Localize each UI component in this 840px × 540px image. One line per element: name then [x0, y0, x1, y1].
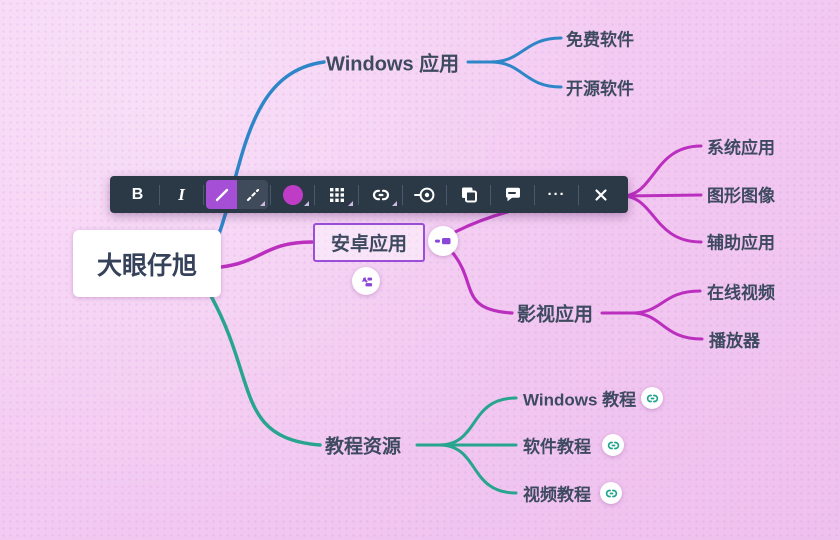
edge-hidden-system [620, 144, 703, 198]
topic-video-apps[interactable]: 影视应用 [517, 304, 594, 326]
topic-windows-apps[interactable]: Windows 应用 [326, 53, 460, 76]
toolbar-divider [534, 184, 535, 205]
line-style-solid-button[interactable] [206, 180, 237, 209]
duplicate-button[interactable] [449, 180, 488, 209]
topic-android-apps-selected[interactable]: 安卓应用 [313, 223, 425, 262]
dropdown-corner-icon [304, 201, 309, 206]
comment-button[interactable] [493, 180, 532, 209]
dropdown-corner-icon [392, 201, 397, 206]
duplicate-icon [461, 187, 477, 202]
hyperlink-badge-windows-tutorial[interactable] [641, 387, 663, 409]
topic-online-video[interactable]: 在线视频 [707, 283, 775, 303]
collapse-children-button[interactable] [428, 226, 458, 256]
hyperlink-badge-software-tutorial[interactable] [602, 434, 624, 456]
number-grid-button[interactable] [317, 180, 356, 209]
chain-link-icon [372, 189, 389, 200]
edge-root-tutorial [209, 294, 322, 447]
hyperlink-button[interactable] [361, 180, 400, 209]
dropdown-corner-icon [348, 201, 353, 206]
more-options-button[interactable]: ··· [547, 186, 566, 203]
topic-assist-apps[interactable]: 辅助应用 [707, 233, 775, 253]
hyperlink-icon [607, 441, 619, 449]
edge-video-player [630, 311, 704, 341]
topic-free-software[interactable]: 免费软件 [566, 30, 634, 50]
grid-icon [329, 187, 344, 202]
root-topic[interactable]: 大眼仔旭 [73, 230, 221, 297]
edge-android-video [450, 250, 514, 315]
hyperlink-icon [646, 394, 658, 402]
edge-root-android [219, 240, 314, 269]
topic-system-apps[interactable]: 系统应用 [707, 138, 775, 158]
topic-windows-tutorial[interactable]: Windows 教程 [523, 390, 637, 410]
edge-windows-opensource [489, 60, 563, 89]
toolbar-divider [203, 184, 204, 205]
dashed-line-icon [246, 188, 259, 201]
italic-button[interactable]: I [178, 184, 185, 204]
edge-tutorial-windows [437, 396, 518, 447]
quick-style-button[interactable] [352, 267, 380, 295]
line-style-dashed-button[interactable] [237, 180, 268, 209]
toolbar-divider [490, 184, 491, 205]
topic-video-tutorial[interactable]: 视频教程 [523, 485, 591, 505]
toolbar-divider [159, 184, 160, 205]
close-icon [594, 188, 607, 201]
toolbar-divider [446, 184, 447, 205]
focus-target-icon [413, 187, 434, 202]
collapse-count-icon [435, 238, 451, 245]
edge-hidden-graphics [620, 193, 703, 198]
edge-root-windows [205, 60, 326, 264]
toolbar-divider [270, 184, 271, 205]
format-toolbar: B I [110, 176, 628, 213]
color-circle-icon [282, 184, 303, 205]
edge-tutorial-video [437, 443, 518, 495]
focus-target-button[interactable] [405, 180, 444, 209]
edge-hidden-assist [620, 194, 703, 244]
edge-video-online [630, 289, 702, 315]
edge-windows-free [489, 36, 563, 64]
solid-line-icon [215, 188, 228, 201]
topic-graphics-apps[interactable]: 图形图像 [707, 186, 775, 206]
toolbar-divider [314, 184, 315, 205]
topic-media-player[interactable]: 播放器 [709, 331, 760, 351]
structure-arrow-icon [361, 276, 372, 286]
comment-icon [505, 187, 520, 201]
toolbar-divider [402, 184, 403, 205]
topic-open-source-software[interactable]: 开源软件 [566, 79, 634, 99]
line-style-group [206, 180, 268, 209]
topic-tutorial-resources[interactable]: 教程资源 [325, 436, 402, 458]
close-toolbar-button[interactable] [581, 180, 620, 209]
hyperlink-icon [605, 489, 617, 497]
toolbar-divider [358, 184, 359, 205]
toolbar-divider [578, 184, 579, 205]
branch-color-swatch-button[interactable] [273, 180, 312, 209]
topic-software-tutorial[interactable]: 软件教程 [523, 437, 591, 457]
hyperlink-badge-video-tutorial[interactable] [600, 482, 622, 504]
dropdown-corner-icon [260, 201, 265, 206]
bold-button[interactable]: B [131, 185, 144, 203]
